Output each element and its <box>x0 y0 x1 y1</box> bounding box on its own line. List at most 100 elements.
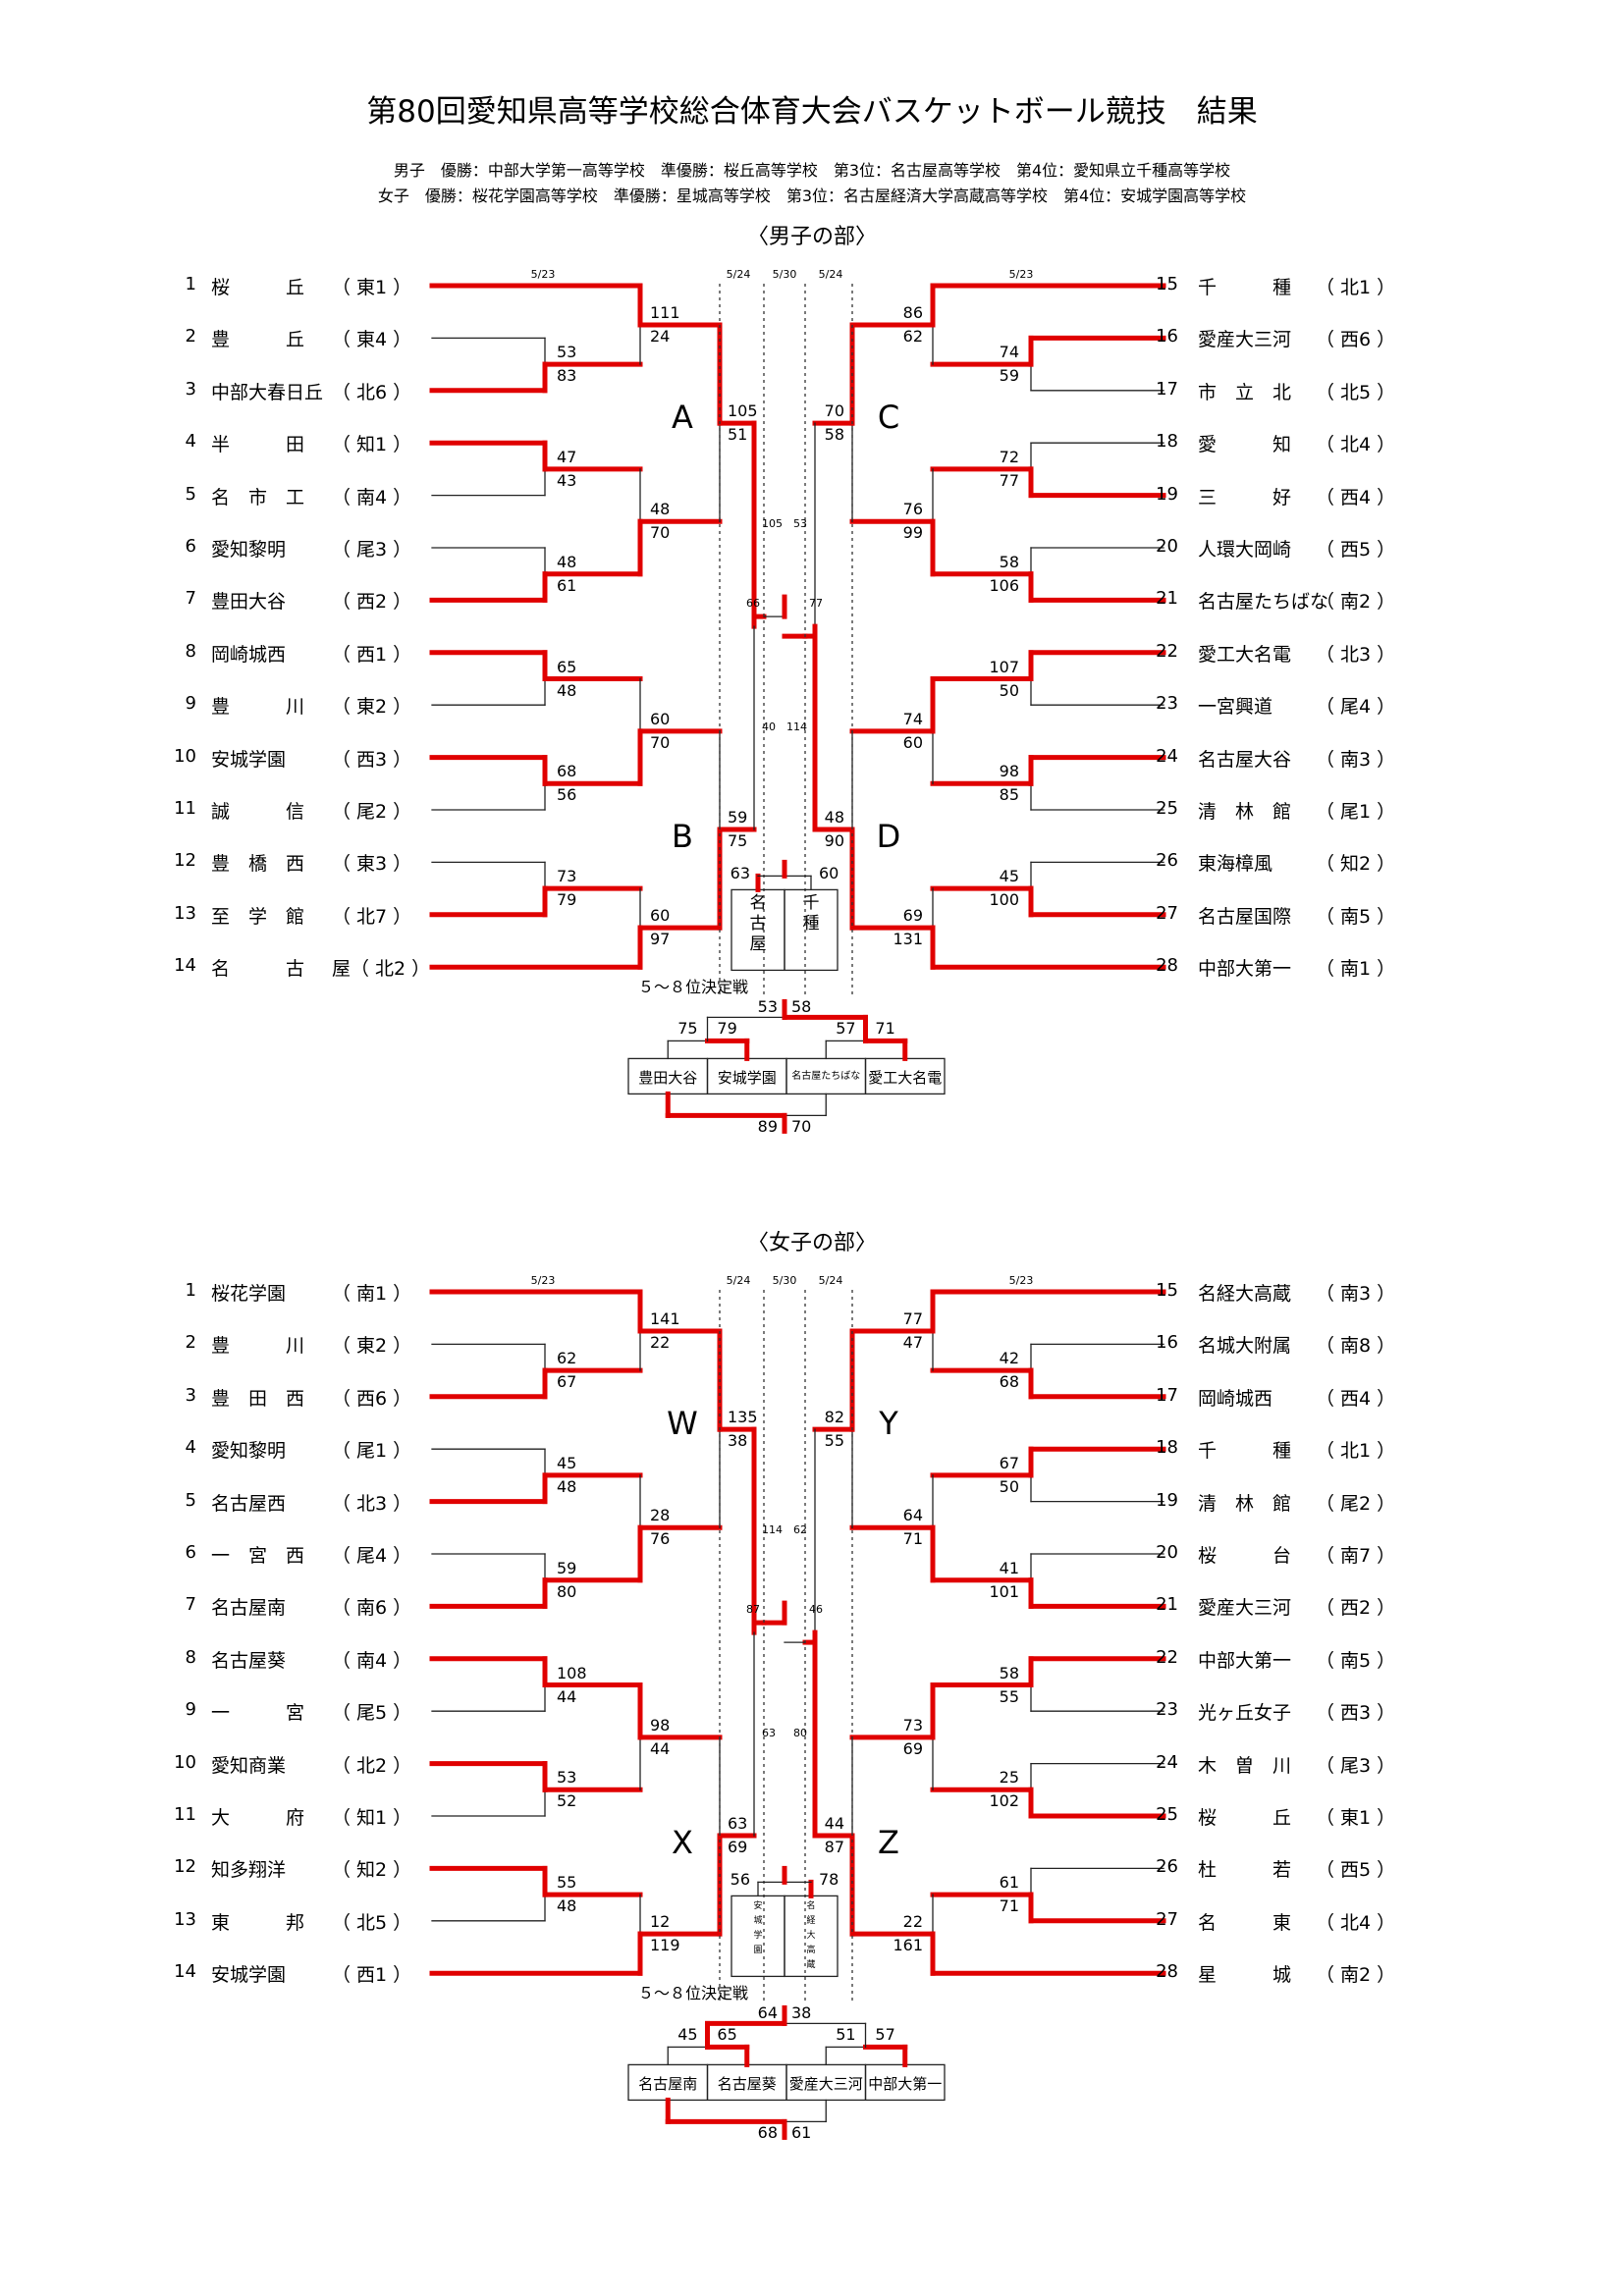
score-rq2-bottom: 69 <box>902 1738 923 1758</box>
score-r2223-top: 58 <box>999 1663 1019 1682</box>
score-sf-bottom-right: 80 <box>793 1726 807 1739</box>
team-number: 13 <box>174 902 196 924</box>
block-label: A <box>672 398 693 436</box>
team-number: 17 <box>1156 378 1178 400</box>
team-number: 23 <box>1156 1699 1178 1721</box>
team-name: 人環大岡崎 <box>1198 539 1292 561</box>
score-lq3-top: 60 <box>650 906 671 926</box>
score-lq3-top: 12 <box>650 1912 671 1932</box>
team-name: 愛知商業 <box>211 1754 287 1777</box>
team-name: 三 好 <box>1198 486 1292 508</box>
score-l23-top: 62 <box>557 1349 577 1368</box>
team-region: （ 南4 ） <box>332 1649 412 1672</box>
girls-summary: 女子 優勝：桜花学園高等学校 準優勝：星城高等学校 第3位：名古屋経済大学高蔵高… <box>377 187 1247 205</box>
team-name: 名古屋西 <box>211 1492 287 1515</box>
team-region: （ 南4 ） <box>332 486 412 508</box>
team-number: 1 <box>185 274 196 294</box>
team-number: 12 <box>174 850 196 872</box>
team-region: （ 南1 ） <box>332 1283 412 1305</box>
team-name: 一宮興道 <box>1198 696 1273 719</box>
team-number: 15 <box>1156 1280 1178 1301</box>
score-r2425-bottom: 85 <box>999 785 1019 805</box>
team-region: （ 南2 ） <box>1316 1964 1396 1987</box>
team-region: 屋（ 北2 ） <box>332 958 431 981</box>
score-ls2-top: 59 <box>728 808 748 828</box>
score-r1617-bottom: 59 <box>999 366 1019 386</box>
team-region: （ 北4 ） <box>1316 1911 1396 1934</box>
placement-score: 51 <box>836 2025 856 2045</box>
score-ls1-bottom: 51 <box>728 425 748 445</box>
team-name: 一 宮 西 <box>211 1545 305 1567</box>
score-lq1-bottom: 70 <box>650 523 671 543</box>
score-rq2-top: 73 <box>902 1715 923 1735</box>
score-rs2-top: 48 <box>824 808 844 828</box>
score-rs2-bottom: 87 <box>824 1838 844 1857</box>
team-number: 5 <box>185 483 196 505</box>
score-l1-top: 111 <box>650 303 680 323</box>
placement-score: 61 <box>791 2123 812 2143</box>
team-region: （ 西2 ） <box>332 591 412 614</box>
team-region: （ 南3 ） <box>1316 748 1396 771</box>
score-l89-bottom: 48 <box>557 680 577 700</box>
team-region: （ 北7 ） <box>332 905 412 928</box>
placement-score: 89 <box>757 1117 778 1137</box>
score-rq2-top: 74 <box>902 709 923 728</box>
team-name: 名城大附属 <box>1198 1335 1292 1358</box>
team-region: （ 東2 ） <box>332 696 412 719</box>
team-name: 中部大第一 <box>1198 1649 1292 1672</box>
team-region: （ 西1 ） <box>332 643 412 666</box>
block-label: X <box>672 1824 693 1861</box>
team-number: 14 <box>174 955 196 977</box>
score-l1-top: 141 <box>650 1309 680 1329</box>
team-number: 11 <box>174 1804 196 1825</box>
team-number: 16 <box>1156 326 1178 347</box>
score-third-left: 56 <box>730 1870 750 1890</box>
team-number: 12 <box>174 1856 196 1878</box>
team-number: 22 <box>1156 640 1178 662</box>
team-number: 1 <box>185 1280 196 1301</box>
score-r2223-top: 107 <box>989 657 1019 676</box>
team-name: 豊 田 西 <box>211 1387 305 1410</box>
team-name: 安城学園 <box>211 748 287 771</box>
score-l1213-top: 55 <box>557 1873 577 1893</box>
date-r1-right: 5/23 <box>1008 1274 1034 1287</box>
score-r1819-top: 67 <box>999 1453 1019 1472</box>
score-r2021-top: 58 <box>999 552 1019 571</box>
score-r2021-top: 41 <box>999 1558 1019 1577</box>
team-number: 2 <box>185 1332 196 1354</box>
date-semi-left: 5/24 <box>726 268 751 281</box>
team-name: 豊 丘 <box>211 329 305 351</box>
team-name: 愛知黎明 <box>211 1440 287 1463</box>
team-number: 6 <box>185 1542 196 1563</box>
score-r2223-bottom: 55 <box>999 1686 1019 1706</box>
score-rq1-bottom: 71 <box>902 1529 923 1549</box>
score-sf-bottom-left: 40 <box>762 720 776 733</box>
score-rq3-bottom: 131 <box>893 930 923 949</box>
team-number: 18 <box>1156 1437 1178 1459</box>
score-r2425-top: 25 <box>999 1768 1019 1788</box>
score-lq2-bottom: 70 <box>650 732 671 752</box>
score-sf-bottom-left: 63 <box>762 1726 776 1739</box>
team-name: 光ヶ丘女子 <box>1198 1702 1292 1725</box>
team-number: 7 <box>185 1594 196 1616</box>
team-region: （ 西4 ） <box>1316 486 1396 508</box>
team-number: 4 <box>185 431 196 453</box>
team-name: 中部大第一 <box>1198 958 1292 981</box>
score-r2627-top: 61 <box>999 1873 1019 1893</box>
team-region: （ 知2 ） <box>332 1859 412 1882</box>
score-third-right: 78 <box>819 1870 839 1890</box>
score-r2021-bottom: 106 <box>989 575 1019 595</box>
placement-team: 愛工大名電 <box>868 1069 943 1088</box>
score-sf-top-left: 105 <box>762 516 783 530</box>
team-name: 岡崎城西 <box>211 643 287 666</box>
score-l1213-bottom: 79 <box>557 890 577 910</box>
team-name: 市 立 北 <box>1198 381 1292 403</box>
team-name: 千 種 <box>1198 1440 1292 1463</box>
score-r1819-top: 72 <box>999 447 1019 466</box>
score-rq3-top: 22 <box>902 1912 923 1932</box>
team-name: 名古屋たちばな <box>1198 591 1329 614</box>
team-region: （ 西6 ） <box>332 1387 412 1410</box>
date-r1-left: 5/23 <box>530 1274 556 1287</box>
team-region: （ 北6 ） <box>332 381 412 403</box>
team-region: （ 尾1 ） <box>1316 801 1396 823</box>
